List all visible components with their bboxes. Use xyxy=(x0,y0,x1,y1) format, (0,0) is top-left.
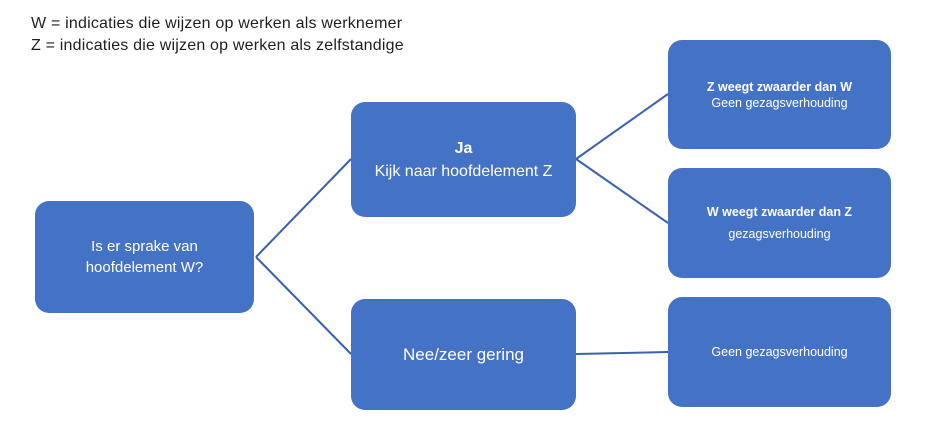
legend: W = indicaties die wijzen op werken als … xyxy=(31,13,404,57)
box-yes-line-2: Kijk naar hoofdelement Z xyxy=(374,162,553,180)
legend-line-z: Z = indicaties die wijzen op werken als … xyxy=(31,37,404,54)
connector-root-to-yes xyxy=(255,158,352,258)
box-root-line-2: hoofdelement W? xyxy=(85,259,204,276)
box-root-line-1: Is er sprake van xyxy=(91,238,198,255)
box-w-heavier-line-2: gezagsverhouding xyxy=(728,227,831,241)
box-yes-line-1: Ja xyxy=(454,139,473,157)
box-w-heavier-line-1: W weegt zwaarder dan Z xyxy=(706,205,853,219)
box-root-question: Is er sprake van hoofdelement W? xyxy=(35,201,254,313)
box-z-heavier-line-2: Geen gezagsverhouding xyxy=(711,95,848,110)
box-w-heavier-outcome: W weegt zwaarder dan Z gezagsverhouding xyxy=(668,168,891,278)
box-yes-branch: Ja Kijk naar hoofdelement Z xyxy=(351,102,576,217)
box-no-line-1: Nee/zeer gering xyxy=(403,345,524,364)
connector-root-to-no xyxy=(255,256,352,355)
box-no-branch: Nee/zeer gering xyxy=(351,299,576,410)
box-no-authority-outcome: Geen gezagsverhouding xyxy=(668,297,891,407)
connector-yes-to-z-heavier xyxy=(575,93,669,160)
box-z-heavier-line-1: Z weegt zwaarder dan W xyxy=(706,79,853,94)
legend-line-w: W = indicaties die wijzen op werken als … xyxy=(31,15,403,32)
connector-yes-to-w-heavier xyxy=(575,158,669,224)
box-z-heavier-outcome: Z weegt zwaarder dan W Geen gezagsverhou… xyxy=(668,40,891,149)
box-no-authority-line-1: Geen gezagsverhouding xyxy=(711,345,848,359)
connector-no-to-no-authority xyxy=(575,351,669,355)
